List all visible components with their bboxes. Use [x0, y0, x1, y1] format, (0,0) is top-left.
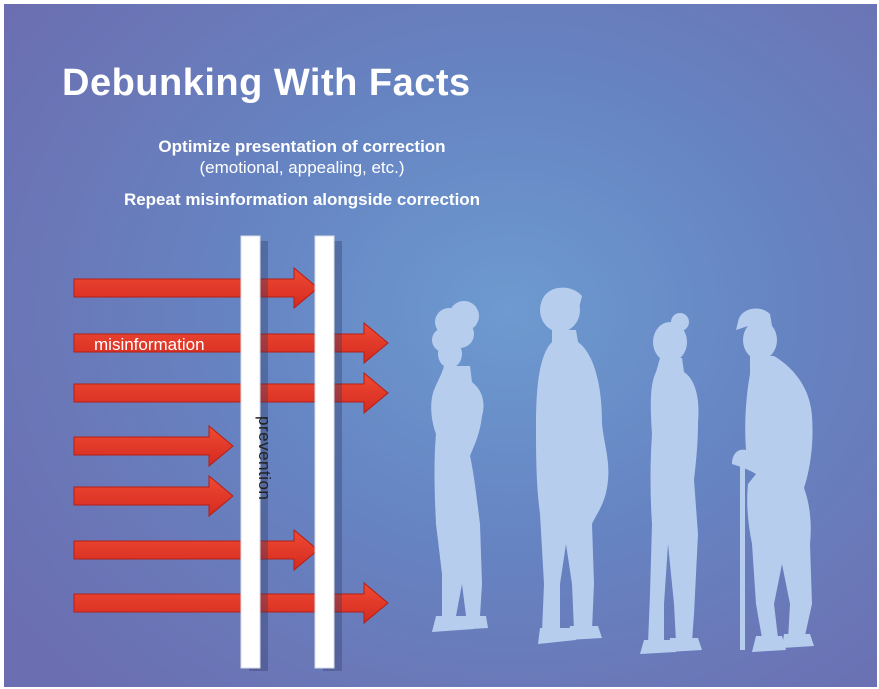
misinformation-arrow: [73, 321, 389, 365]
misinformation-arrow: [73, 474, 234, 518]
barrier-posts: [240, 235, 342, 671]
woman-silhouette-icon: [640, 313, 702, 654]
diagram-canvas: Debunking With Facts Optimize presentati…: [4, 4, 877, 687]
page-title: Debunking With Facts: [62, 62, 471, 104]
woman-silhouette-icon: [431, 301, 488, 632]
misinformation-arrow: [73, 266, 319, 310]
prevention-label: prevention: [255, 416, 274, 501]
subtitle-line-2: (emotional, appealing, etc.): [199, 158, 405, 177]
barrier-post: [314, 235, 335, 669]
misinformation-arrow: [73, 424, 234, 468]
misinformation-arrow: [73, 581, 389, 625]
diagram-graphics: [73, 235, 814, 671]
man-silhouette-icon: [536, 287, 609, 644]
misinformation-arrow: [73, 371, 389, 415]
barrier-post: [240, 235, 261, 669]
misinformation-label: misinformation: [94, 335, 205, 354]
subtitle-line-3: Repeat misinformation alongside correcti…: [123, 190, 481, 209]
elderly-man-with-cane-icon: [732, 308, 814, 652]
subtitle-line-1: Optimize presentation of correction: [158, 137, 446, 156]
misinformation-arrow: [73, 528, 319, 572]
